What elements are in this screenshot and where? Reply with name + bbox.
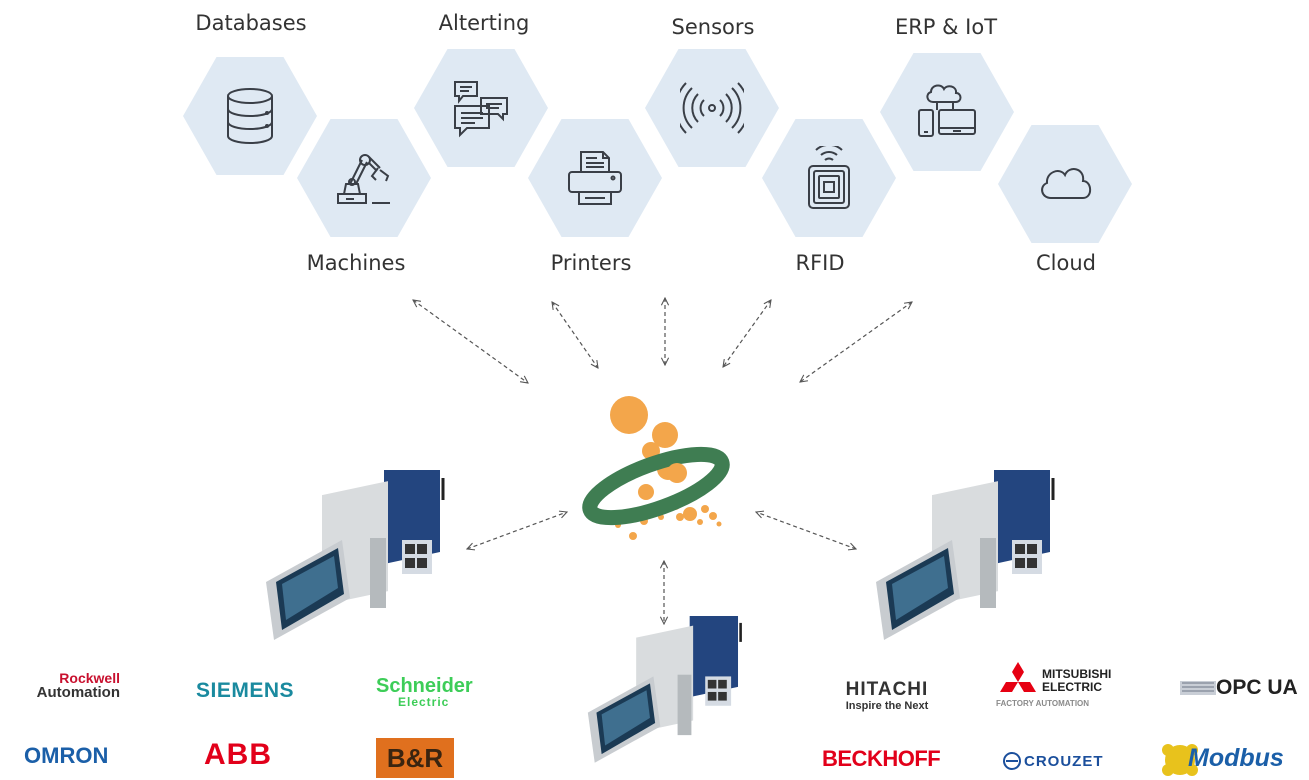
arrow-printers-hub (552, 302, 598, 368)
devices-cloud-icon (918, 84, 976, 137)
robot-arm-icon (337, 154, 390, 204)
label-machines: Machines (306, 251, 406, 275)
printer-icon (568, 151, 622, 205)
plc-device-icon (266, 470, 445, 640)
label-rfid: RFID (795, 251, 845, 275)
logo-siemens: SIEMENS (196, 679, 295, 702)
logo-abb: ABB (204, 738, 272, 771)
logo-opc-ua: OPC UA (1180, 675, 1300, 701)
rfid-tag-icon (808, 146, 850, 209)
arrow-machines-hub (413, 300, 528, 383)
logo-rockwell: Rockwell Automation (36, 670, 120, 701)
arrow-cloud-hub (800, 302, 912, 382)
arrow-rfid-hub (723, 300, 771, 367)
logo-mitsubishi: MITSUBISHI ELECTRIC FACTORY AUTOMATION (996, 662, 1126, 710)
logo-hitachi: HITACHI Inspire the Next (845, 679, 929, 712)
plc-device-right (876, 470, 1055, 640)
arrow-left-device (467, 512, 567, 549)
opc-globe-icon (1180, 681, 1216, 695)
label-alerting: Alterting (438, 11, 530, 35)
label-cloud: Cloud (1036, 251, 1096, 275)
logo-schneider: Schneider Electric (376, 675, 473, 709)
plc-device-left (266, 470, 445, 640)
wireless-signal-icon (680, 82, 744, 134)
chat-alert-icon (454, 81, 508, 138)
label-sensors: Sensors (671, 15, 755, 39)
logo-br: B&R (376, 738, 454, 778)
hex-machines (297, 119, 431, 237)
logo-beckhoff: BECKHOFF (822, 746, 941, 771)
arrow-right-device (756, 512, 856, 549)
crouzet-globe-icon (1003, 752, 1021, 770)
label-printers: Printers (550, 251, 632, 275)
logo-omron: OMRON (24, 743, 109, 768)
cloud-icon (1041, 168, 1092, 199)
label-erp-iot: ERP & IoT (894, 15, 998, 39)
database-icon (227, 88, 273, 145)
modbus-puzzle-icon (1162, 744, 1198, 776)
logo-modbus: Modbus (1158, 740, 1303, 780)
logo-crouzet: CROUZET (1002, 750, 1112, 772)
plc-device-bottom (587, 616, 742, 763)
label-databases: Databases (195, 11, 307, 35)
mitsubishi-diamonds-icon (1000, 662, 1036, 692)
